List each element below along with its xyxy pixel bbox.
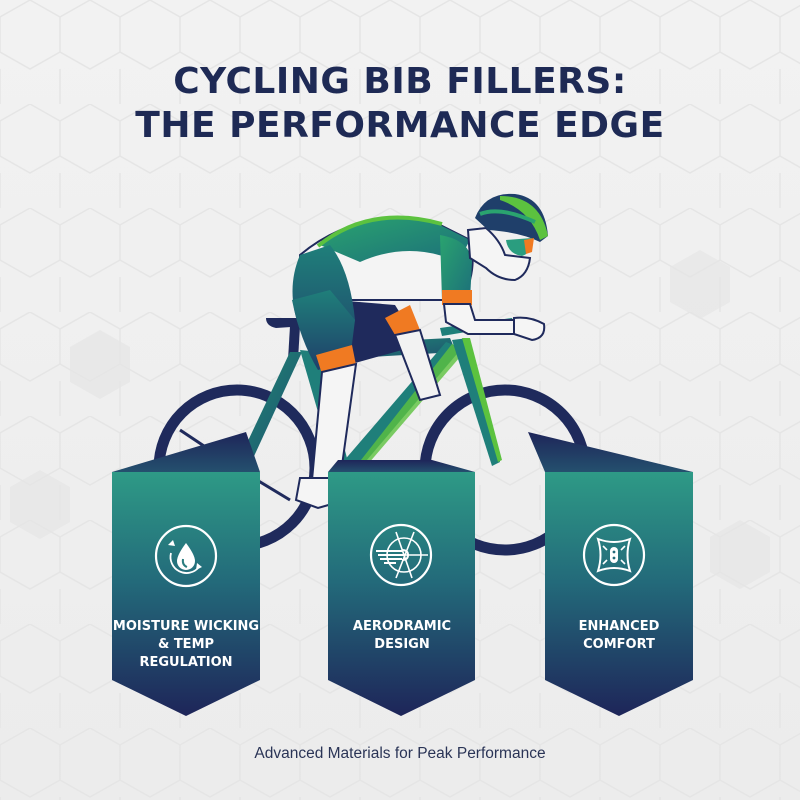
title-line-1: CYCLING BIB FILLERS: [173, 61, 627, 102]
banner-label-aerodynamic-design: AERODRAMIC DESIGN [352, 619, 452, 652]
cyclist-rider [292, 193, 548, 510]
cushion-pad-icon [582, 523, 646, 587]
banner-label-enhanced-comfort: ENHANCED COMFORT [578, 619, 660, 652]
water-drop-cycle-icon [154, 524, 218, 588]
banner-label-moisture-wicking: MOISTURE WICKING & TEMP REGULATION [112, 619, 260, 670]
banner-shapes [112, 432, 693, 716]
aerodynamic-wind-icon [369, 523, 433, 587]
footer-tagline: Advanced Materials for Peak Performance [254, 745, 546, 762]
title-line-2: THE PERFORMANCE EDGE [135, 105, 665, 146]
page-title: CYCLING BIB FILLERS: THE PERFORMANCE EDG… [0, 60, 800, 148]
